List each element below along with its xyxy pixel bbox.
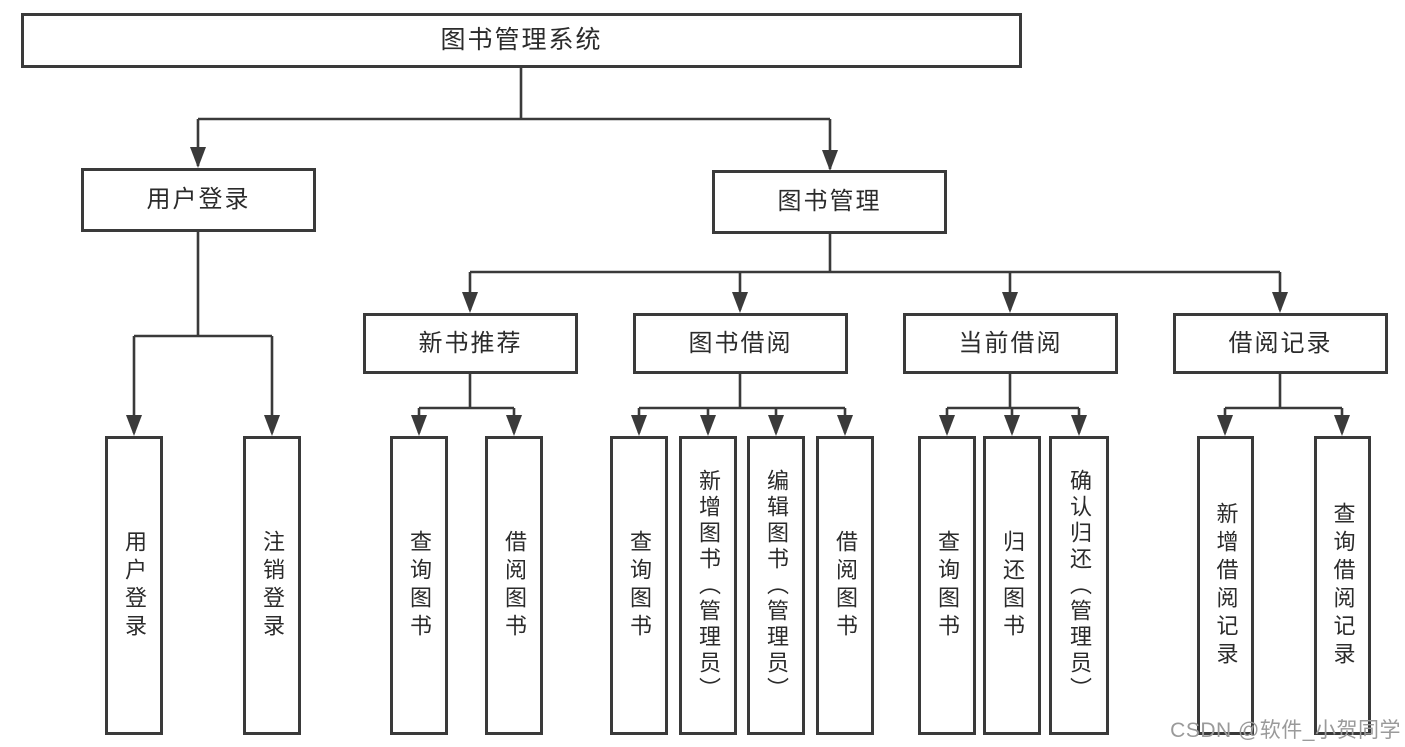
leaf-confirm-return-admin-label: 确认归还（管理员） [1067, 468, 1092, 703]
node-book-management: 图书管理 [712, 170, 947, 234]
leaf-return-books: 归还图书 [983, 436, 1041, 735]
arrowhead-icon [506, 415, 522, 436]
leaf-add-books-admin-label: 新增图书（管理员） [696, 468, 721, 703]
leaf-borrow-books: 借阅图书 [816, 436, 874, 735]
node-borrow-records-label: 借阅记录 [1228, 329, 1333, 357]
arrowhead-icon [1272, 292, 1288, 313]
arrowhead-icon [1071, 415, 1087, 436]
arrowhead-icon [939, 415, 955, 436]
arrowhead-icon [822, 150, 838, 171]
leaf-borrow-books-recommend-label: 借阅图书 [502, 529, 527, 642]
leaf-add-borrow-record: 新增借阅记录 [1197, 436, 1254, 735]
leaf-edit-books-admin: 编辑图书（管理员） [747, 436, 805, 735]
arrowhead-icon [700, 415, 716, 436]
leaf-add-books-admin: 新增图书（管理员） [679, 436, 737, 735]
node-root-label: 图书管理系统 [440, 26, 603, 54]
leaf-user-login: 用户登录 [105, 436, 163, 735]
leaf-borrow-books-label: 借阅图书 [833, 529, 858, 642]
node-new-book-recommend: 新书推荐 [363, 313, 578, 374]
leaf-edit-books-admin-label: 编辑图书（管理员） [764, 468, 789, 703]
arrowhead-icon [732, 292, 748, 313]
node-book-management-label: 图书管理 [777, 188, 882, 215]
leaf-confirm-return-admin: 确认归还（管理员） [1049, 436, 1109, 735]
node-user-login-label: 用户登录 [146, 186, 251, 213]
leaf-query-books-borrow-label: 查询图书 [627, 529, 652, 642]
arrowhead-icon [1334, 415, 1350, 436]
csdn-watermark: CSDN @软件_小贺同学 [1170, 719, 1401, 742]
arrowhead-icon [126, 415, 142, 436]
leaf-return-books-label: 归还图书 [1000, 529, 1025, 642]
arrowhead-icon [264, 415, 280, 436]
connector-lines [132, 68, 1344, 433]
node-borrow-records: 借阅记录 [1173, 313, 1388, 374]
leaf-logout-login: 注销登录 [243, 436, 301, 735]
leaf-borrow-books-recommend: 借阅图书 [485, 436, 543, 735]
arrowhead-icon [411, 415, 427, 436]
leaf-query-borrow-record: 查询借阅记录 [1314, 436, 1371, 735]
arrowhead-icon [1002, 292, 1018, 313]
arrowhead-icon [1217, 415, 1233, 436]
arrowhead-icon [1004, 415, 1020, 436]
leaf-query-books-current: 查询图书 [918, 436, 976, 735]
arrowhead-icon [837, 415, 853, 436]
leaf-query-books-borrow: 查询图书 [610, 436, 668, 735]
node-root: 图书管理系统 [21, 13, 1022, 68]
node-book-borrow: 图书借阅 [633, 313, 848, 374]
arrowhead-icon [190, 147, 206, 168]
leaf-query-books-recommend: 查询图书 [390, 436, 448, 735]
arrowhead-icon [462, 292, 478, 313]
leaf-logout-login-label: 注销登录 [260, 529, 285, 642]
leaf-query-borrow-record-label: 查询借阅记录 [1330, 501, 1356, 670]
leaf-add-borrow-record-label: 新增借阅记录 [1213, 501, 1239, 670]
leaf-query-books-current-label: 查询图书 [935, 529, 960, 642]
leaf-user-login-label: 用户登录 [122, 529, 147, 642]
arrowhead-icon [631, 415, 647, 436]
leaf-query-books-recommend-label: 查询图书 [407, 529, 432, 642]
arrowhead-icon [768, 415, 784, 436]
node-user-login: 用户登录 [81, 168, 316, 232]
node-current-borrow: 当前借阅 [903, 313, 1118, 374]
node-new-book-recommend-label: 新书推荐 [418, 329, 523, 357]
node-book-borrow-label: 图书借阅 [688, 329, 793, 357]
node-current-borrow-label: 当前借阅 [958, 329, 1063, 357]
